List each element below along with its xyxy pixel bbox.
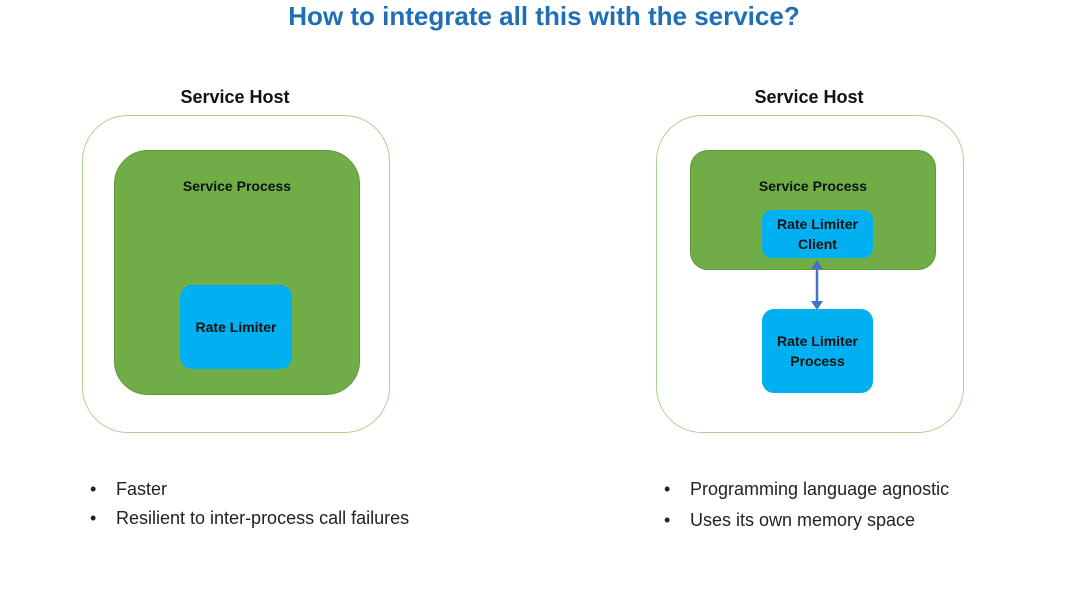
rate-limiter-client-line1: Rate Limiter (777, 216, 858, 232)
rate-limiter-client-line2: Client (798, 236, 837, 252)
left-service-process-label: Service Process (182, 178, 292, 194)
slide-title: How to integrate all this with the servi… (288, 1, 800, 31)
left-rate-limiter-box: Rate Limiter (180, 285, 292, 369)
left-bullet-list: Faster Resilient to inter-process call f… (90, 476, 409, 534)
right-bullet-list: Programming language agnostic Uses its o… (664, 476, 949, 538)
right-service-process-label: Service Process (758, 178, 868, 194)
rate-limiter-process-box: Rate Limiter Process (762, 309, 873, 393)
right-bullet-item: Programming language agnostic (664, 476, 949, 507)
right-host-label: Service Host (754, 87, 864, 107)
rate-limiter-process-line1: Rate Limiter (777, 333, 858, 349)
left-host-label: Service Host (180, 87, 290, 107)
right-bullet-item: Uses its own memory space (664, 507, 949, 538)
left-bullet-item: Faster (90, 476, 409, 505)
rate-limiter-client-box: Rate Limiter Client (762, 210, 873, 258)
left-bullet-item: Resilient to inter-process call failures (90, 505, 409, 534)
bidirectional-arrow (811, 260, 823, 310)
rate-limiter-process-line2: Process (790, 353, 845, 369)
